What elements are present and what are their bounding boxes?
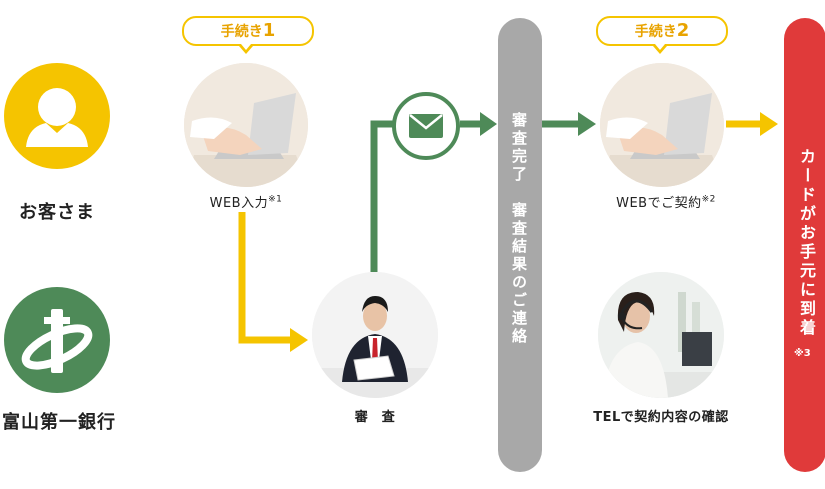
yellow-arrowhead-review: [290, 328, 308, 352]
step2-number: 2: [676, 20, 690, 41]
green-arrowhead-step2: [578, 112, 596, 136]
customer-icon: [4, 63, 110, 169]
card-arrival-bar: カードがお手元に到着 ※3: [784, 18, 825, 472]
yellow-arrowhead-arrival: [760, 112, 778, 136]
web-input-photo: [184, 63, 308, 187]
mail-circle: [392, 92, 460, 160]
step1-prefix: 手続き: [220, 24, 263, 40]
yellow-connector-to-review: [238, 212, 292, 344]
web-input-note: ※1: [268, 194, 283, 205]
web-contract-photo: [600, 63, 724, 187]
envelope-icon: [409, 114, 443, 138]
tel-confirm-photo: [598, 272, 724, 398]
green-arrowhead-bar: [480, 112, 497, 136]
tel-confirm-label: TELで契約内容の確認: [593, 410, 729, 425]
bank-label: 富山第一銀行: [2, 412, 116, 433]
customer-label: お客さま: [19, 202, 95, 223]
web-input-label: WEB入力※1: [184, 192, 308, 211]
card-arrival-note: ※3: [794, 348, 811, 359]
web-contract-label: WEBでご契約※2: [596, 192, 736, 211]
step2-prefix: 手続き: [634, 24, 677, 40]
web-contract-note: ※2: [701, 194, 716, 205]
step2-badge: 手続き2: [596, 16, 728, 46]
review-photo: [312, 272, 438, 398]
step1-badge-tail: [239, 44, 253, 54]
web-input-text: WEB入力: [209, 196, 269, 211]
card-arrival-text: カードがお手元に到着: [797, 148, 816, 338]
step1-number: 1: [262, 20, 276, 41]
web-contract-text: WEBでご契約: [616, 196, 702, 211]
green-connector-from-review: [370, 120, 394, 272]
review-complete-text: 審査完了 審査結果のご連絡: [510, 112, 528, 346]
step1-badge: 手続き1: [182, 16, 314, 46]
review-label: 審 査: [354, 410, 396, 425]
bank-logo: [4, 287, 110, 393]
review-complete-bar: 審査完了 審査結果のご連絡: [498, 18, 542, 472]
step2-badge-tail: [653, 44, 667, 54]
